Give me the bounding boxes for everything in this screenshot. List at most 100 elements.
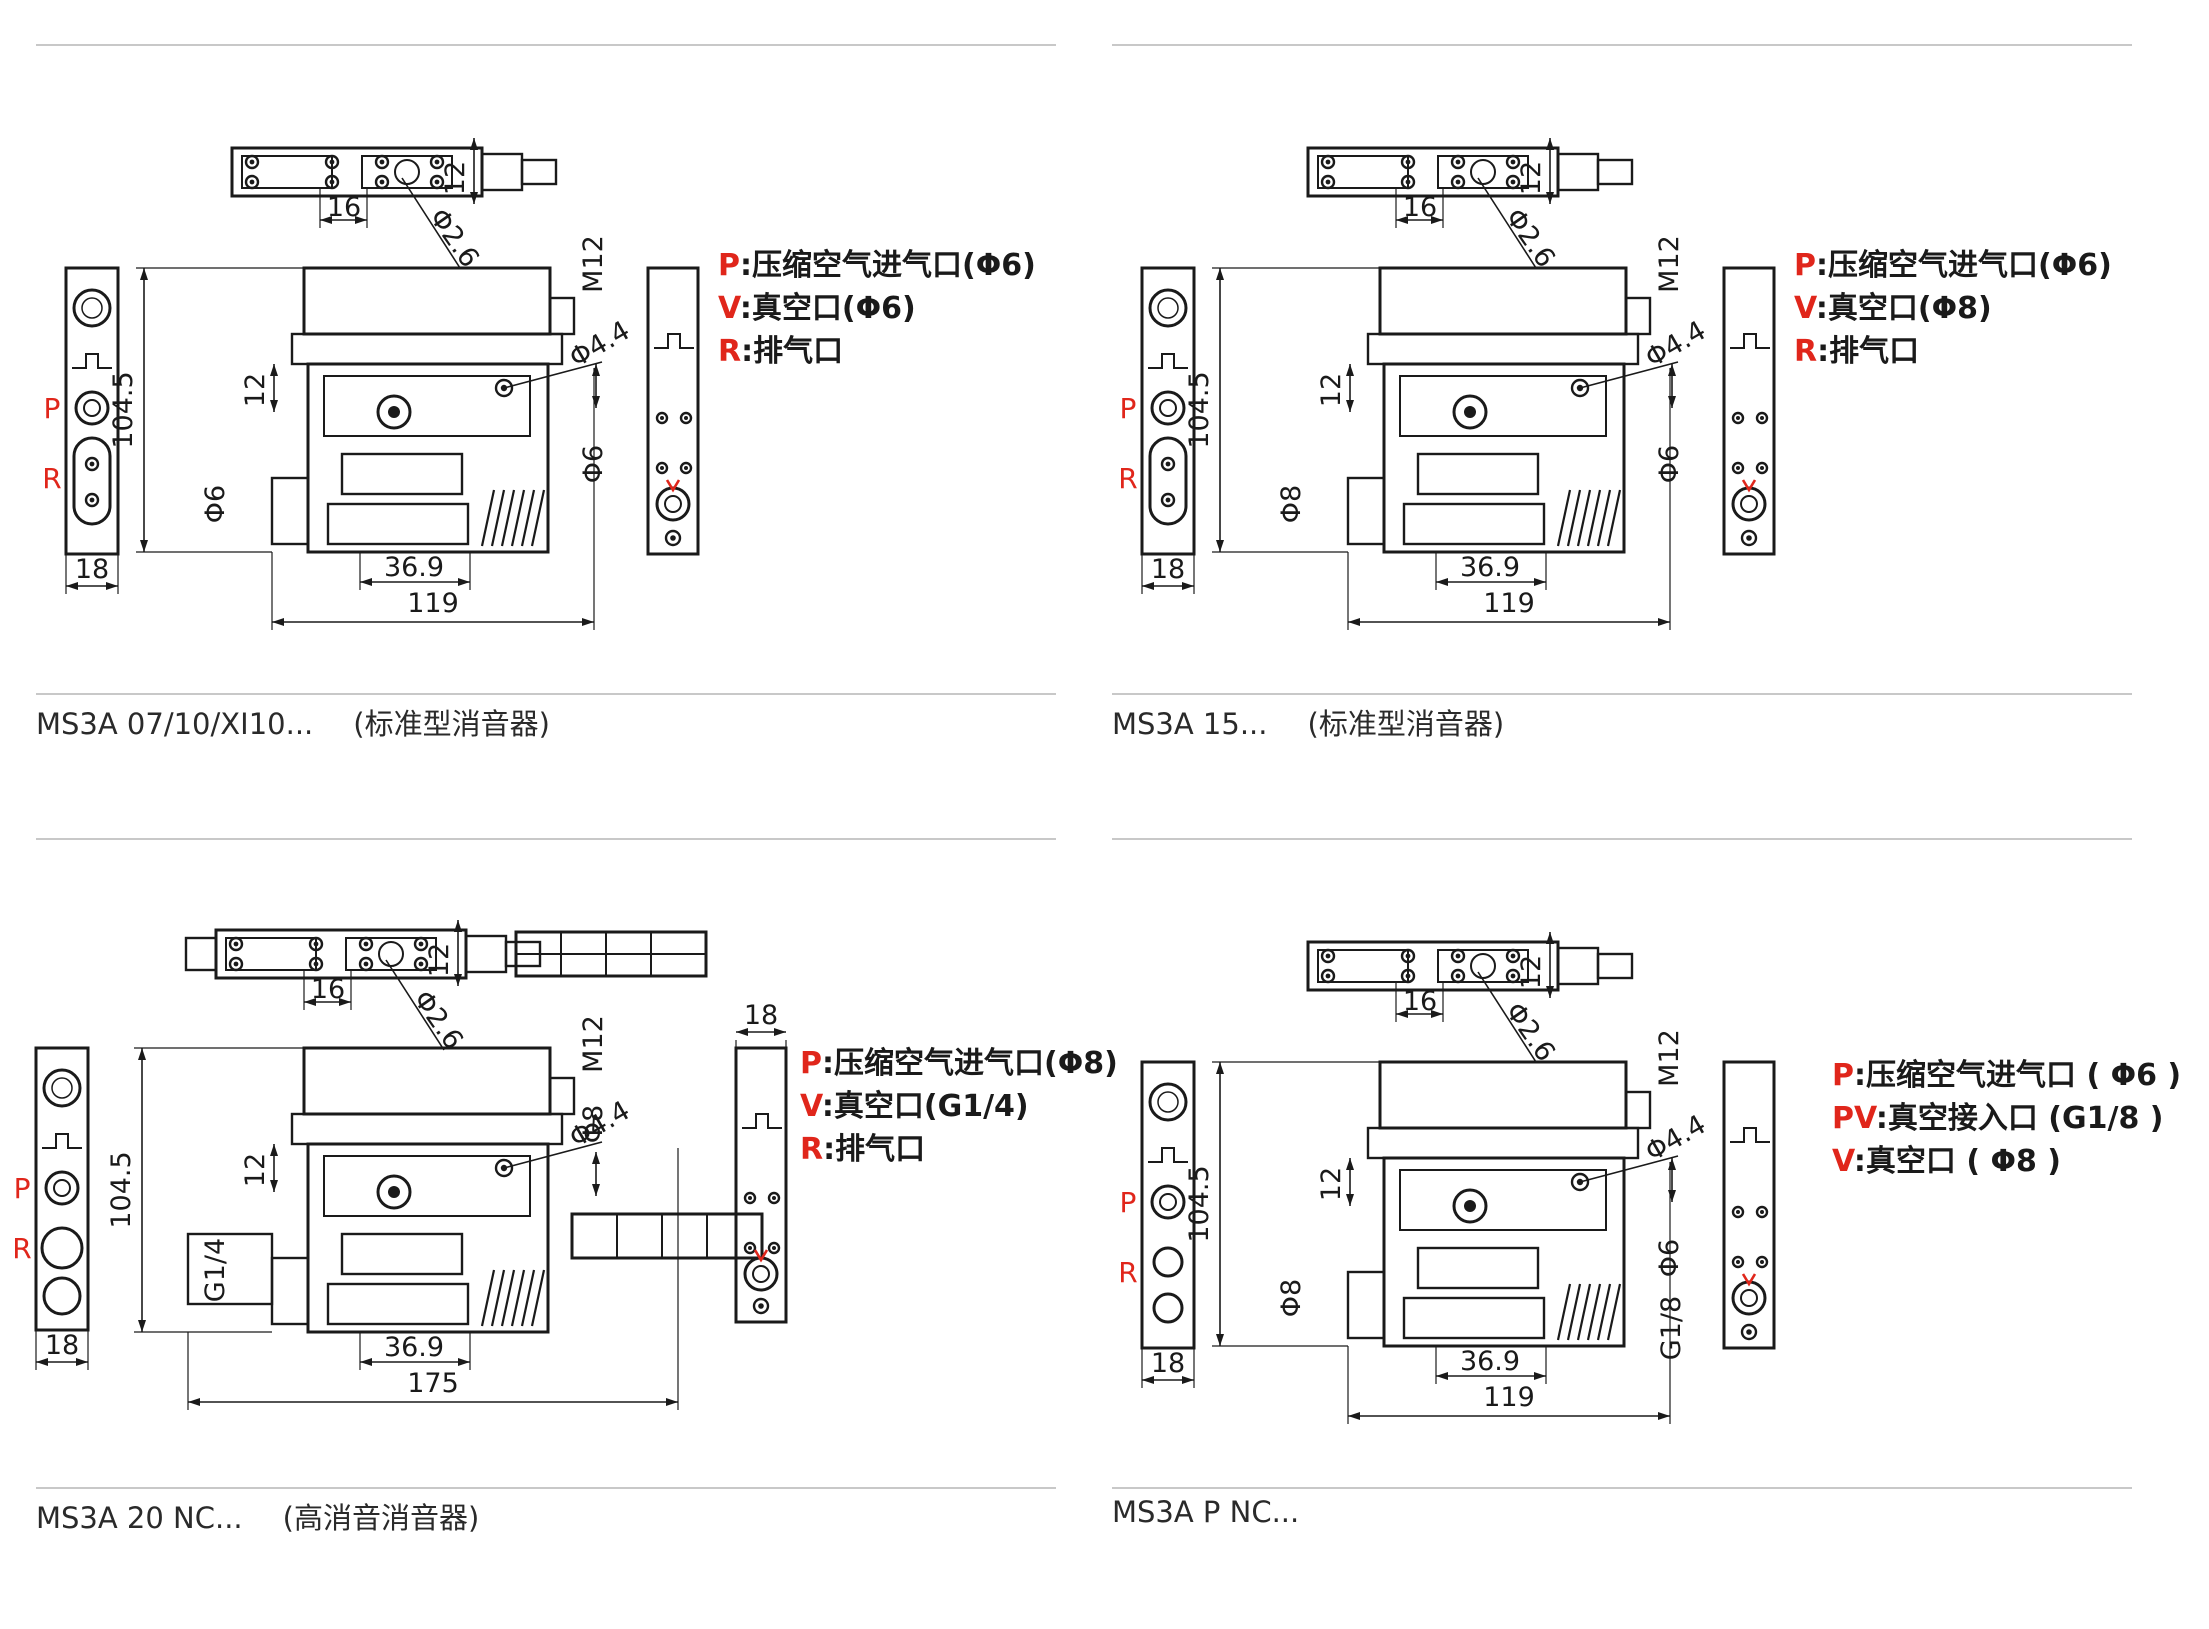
connector-pins-icon <box>81 297 103 319</box>
connector-body <box>1556 152 1600 192</box>
mount-notch <box>1148 1147 1188 1163</box>
screw-center <box>313 961 319 967</box>
screw-center <box>249 159 255 165</box>
connector-m12 <box>548 1076 576 1116</box>
connector-pins-icon <box>51 1077 73 1099</box>
screw-center <box>249 179 255 185</box>
dimension-label: M12 <box>1654 1029 1685 1087</box>
silencer-fin <box>1556 489 1572 547</box>
dimension-label: 12 <box>240 1153 271 1187</box>
dimension-arrow <box>270 364 278 412</box>
screw-center <box>89 461 95 467</box>
leader-line <box>1579 1155 1679 1183</box>
dimension-label: 12 <box>1316 373 1347 407</box>
silencer-fin <box>500 489 516 547</box>
fitting-left <box>1346 1270 1386 1340</box>
legend-item: R:排气口 <box>1794 330 2112 373</box>
vacuum-port-icon <box>378 941 404 967</box>
port-code: V <box>1832 1144 1854 1179</box>
dimension-arrow <box>1346 1158 1354 1206</box>
divider-top <box>1112 838 2132 840</box>
port-legend: P:压缩空气进气口(Φ6)V:真空口(Φ8)R:排气口 <box>1794 244 2112 373</box>
top-view-slot <box>1437 949 1529 983</box>
silencer-fin <box>520 1269 536 1327</box>
screw-icon <box>1320 174 1336 190</box>
port-label-p: P <box>1120 1186 1137 1219</box>
legend-item: V:真空口(Φ8) <box>1794 287 2112 330</box>
divider-bottom <box>1112 1487 2132 1489</box>
port-label-p: P <box>44 392 61 425</box>
vacuum-port-icon <box>1470 953 1496 979</box>
valve-port-icon <box>1452 1188 1488 1224</box>
screw-icon <box>1731 1255 1745 1269</box>
valve-chamber <box>1399 1169 1607 1231</box>
model-caption: MS3A 07/10/XI10... (标准型消音器) <box>36 701 550 743</box>
divider-top <box>36 44 1056 46</box>
screw-center <box>434 179 440 185</box>
ejector-block <box>340 1232 464 1276</box>
dimension-label: 16 <box>327 192 361 223</box>
port-v-icon <box>42 1276 82 1316</box>
model-caption: MS3A 15...(标准型消音器) <box>1112 701 1504 743</box>
screw-center <box>89 497 95 503</box>
model-name: MS3A 07/10/XI10... <box>36 707 314 741</box>
housing-lid <box>1366 1126 1640 1160</box>
port-description: :真空口(G1/4) <box>821 1089 1029 1124</box>
screw-center <box>1736 466 1740 470</box>
silencer-fin <box>510 489 526 547</box>
screw-icon <box>1320 948 1336 964</box>
screw-center <box>233 961 239 967</box>
screw-center <box>1736 416 1740 420</box>
valve-body <box>306 1142 550 1334</box>
v-marker-icon <box>665 479 681 493</box>
screw-center <box>1510 179 1516 185</box>
port-p-icon <box>1150 390 1186 426</box>
side-body <box>64 266 120 556</box>
port-p-inner <box>53 1179 71 1197</box>
port-code: P <box>1832 1058 1854 1093</box>
valve-chamber <box>1399 375 1607 437</box>
port-label-r: R <box>1118 462 1137 495</box>
port-description: :真空口(Φ8) <box>1815 291 1992 326</box>
silencer-type: (标准型消音器) <box>1307 707 1505 741</box>
screw-center <box>670 535 676 541</box>
screw-icon <box>743 1241 757 1255</box>
port-p-inner <box>1159 1193 1177 1211</box>
silencer-fin <box>530 1269 546 1327</box>
dimension-label: 18 <box>1151 554 1185 585</box>
right-side-view <box>1722 1060 1776 1350</box>
dimension-label: 16 <box>311 974 345 1005</box>
screw-center <box>660 416 664 420</box>
right-side-view <box>646 266 700 556</box>
base-block <box>1402 1296 1546 1340</box>
legend-item: P:压缩空气进气口(Φ8) <box>800 1042 1118 1085</box>
v-marker-icon <box>1741 1273 1757 1287</box>
port-code: R <box>800 1132 824 1167</box>
silencer-fin <box>1596 489 1612 547</box>
dimension-label: 36.9 <box>1460 552 1520 583</box>
screw-icon <box>1755 411 1769 425</box>
screw-center <box>1405 953 1411 959</box>
port-description: :排气口 <box>823 1132 926 1167</box>
silencer-type: (标准型消音器) <box>353 707 550 741</box>
port-code: P <box>1794 248 1816 283</box>
v-marker-icon <box>1741 479 1757 493</box>
vacuum-port-icon <box>1470 159 1496 185</box>
screw-icon <box>1320 154 1336 170</box>
port-label-r: R <box>42 462 61 495</box>
silencer-fin <box>490 489 506 547</box>
divider-bottom <box>36 1487 1056 1489</box>
screw-center <box>1760 466 1764 470</box>
screw-icon <box>308 936 324 952</box>
fitting-left <box>270 1256 310 1326</box>
port-r-slot <box>72 436 112 526</box>
top-view-slot <box>345 937 437 971</box>
port-code: R <box>718 334 742 369</box>
screw-icon <box>1731 461 1745 475</box>
screw-center <box>1325 973 1331 979</box>
dimension-arrow <box>270 1144 278 1192</box>
screw-icon <box>1755 461 1769 475</box>
